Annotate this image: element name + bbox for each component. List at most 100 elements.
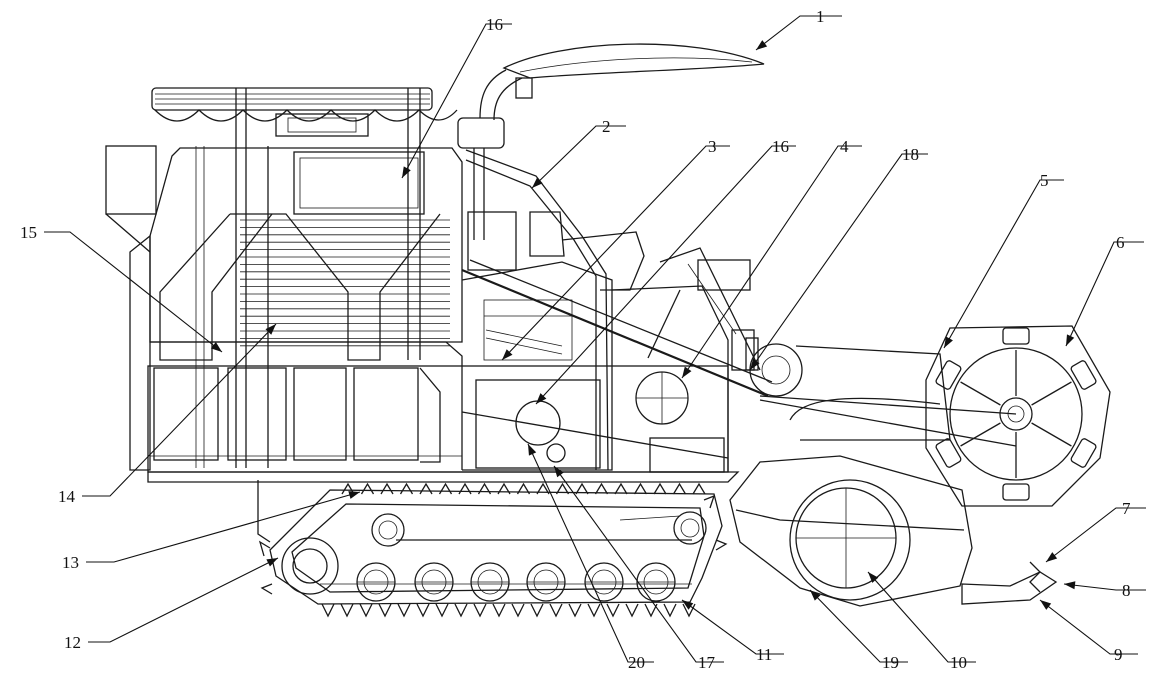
track-grouser-bottom <box>568 603 582 618</box>
leader-arrowhead <box>810 590 821 601</box>
leader-arrowhead <box>1046 552 1058 562</box>
lower-body <box>129 234 740 483</box>
callout-18: 18 <box>902 145 919 164</box>
track-grouser-ends <box>258 494 728 595</box>
track-grouser-top <box>380 482 394 495</box>
leader-arrowhead <box>348 491 360 499</box>
leader-arrowhead <box>1066 334 1075 346</box>
callout-6: 6 <box>1116 233 1125 252</box>
leader-line <box>501 145 730 361</box>
callout-2: 2 <box>602 117 611 136</box>
track-grouser-top <box>672 482 687 495</box>
callout-8: 8 <box>1122 581 1131 600</box>
callout-10: 10 <box>950 653 967 672</box>
leader-line <box>553 465 724 663</box>
leader-line <box>681 599 784 655</box>
callout-15: 15 <box>20 223 37 242</box>
callout-12: 12 <box>64 633 81 652</box>
leader-arrowhead <box>536 393 547 404</box>
leader-line <box>535 145 796 405</box>
track-grouser-bottom <box>378 603 392 618</box>
track-grouser-bottom <box>416 603 430 618</box>
reel-paddle <box>935 438 962 468</box>
callout-16-tank: 16 <box>486 15 503 34</box>
leader-line <box>531 125 626 189</box>
track-grouser-top <box>692 482 706 495</box>
leader-line <box>1065 241 1144 347</box>
track-grouser-bottom <box>340 603 354 618</box>
track-grouser-bottom <box>435 603 449 618</box>
track-grouser-top <box>438 482 453 495</box>
track-grouser-bottom <box>587 603 601 618</box>
leader-arrowhead <box>682 600 694 610</box>
leader-line <box>527 443 654 663</box>
callout-3: 3 <box>708 137 717 156</box>
callout-14: 14 <box>58 487 76 506</box>
track-grouser-top <box>555 482 570 495</box>
leader-arrowhead <box>750 358 760 370</box>
leader-line <box>681 145 862 379</box>
leader-arrowhead <box>266 558 278 567</box>
threshing-unit <box>461 261 729 473</box>
track-grouser-top <box>653 482 667 495</box>
callout-5: 5 <box>1040 171 1049 190</box>
leader-line <box>1039 599 1138 655</box>
track-grouser-top <box>419 482 433 495</box>
track-grouser-bottom <box>549 603 563 618</box>
callout-17: 17 <box>698 653 716 672</box>
grain-tank <box>105 145 463 361</box>
track-grouser-bottom <box>530 603 544 618</box>
callout-7: 7 <box>1122 499 1131 518</box>
grain-bin-louvers <box>240 219 450 347</box>
callout-labels: 1 2 3 4 5 6 7 8 9 10 11 12 13 14 15 16 1… <box>20 7 1131 672</box>
callout-9: 9 <box>1114 645 1123 664</box>
track-grouser-bottom <box>454 603 468 618</box>
reel-spoke <box>960 381 1001 406</box>
callout-leaders <box>44 15 1146 663</box>
leader-line <box>749 153 928 371</box>
track-grouser-bottom <box>625 603 639 618</box>
road-wheels <box>356 562 676 602</box>
leader-line <box>867 571 976 663</box>
track-grouser-top <box>516 482 531 495</box>
reel-paddle <box>1002 327 1030 345</box>
leader-arrowhead <box>554 466 564 478</box>
feed-conveyor <box>461 247 803 398</box>
reel-spoke <box>960 422 1001 447</box>
callout-1: 1 <box>816 7 825 26</box>
track-grouser-top <box>536 482 550 495</box>
track-grouser-bottom <box>663 603 677 618</box>
track-grouser-top <box>360 482 375 495</box>
leader-arrowhead <box>502 349 513 360</box>
leader-arrowhead <box>944 336 953 348</box>
track-grouser-top <box>399 482 414 495</box>
track-grouser-top <box>633 482 648 495</box>
leader-arrowhead <box>210 342 222 352</box>
callout-19: 19 <box>882 653 899 672</box>
leader-line <box>943 179 1064 349</box>
callout-13: 13 <box>62 553 79 572</box>
leader-line <box>88 557 279 643</box>
leader-line <box>1063 583 1146 591</box>
tank-pipes <box>195 88 421 468</box>
leader-line <box>86 491 361 563</box>
track-grouser-bottom <box>511 603 525 618</box>
track-grouser-top <box>497 482 511 495</box>
callout-11: 11 <box>756 645 772 664</box>
track-grouser-bottom <box>397 603 411 618</box>
track-grouser-bottom <box>359 603 373 618</box>
leader-arrowhead <box>402 166 411 178</box>
track-grouser-bottom <box>492 603 506 618</box>
canopy-roof <box>151 87 458 137</box>
cab-and-unloading-chute <box>457 43 765 471</box>
track-grouser-top <box>477 482 492 495</box>
reel-paddle <box>935 360 962 390</box>
leader-line <box>44 231 223 353</box>
leader-arrowhead <box>532 177 543 188</box>
track-grousers <box>258 482 728 618</box>
track-grouser-bottom <box>644 603 658 618</box>
leader-arrowhead <box>265 324 276 335</box>
leader-arrowhead <box>1064 581 1076 590</box>
